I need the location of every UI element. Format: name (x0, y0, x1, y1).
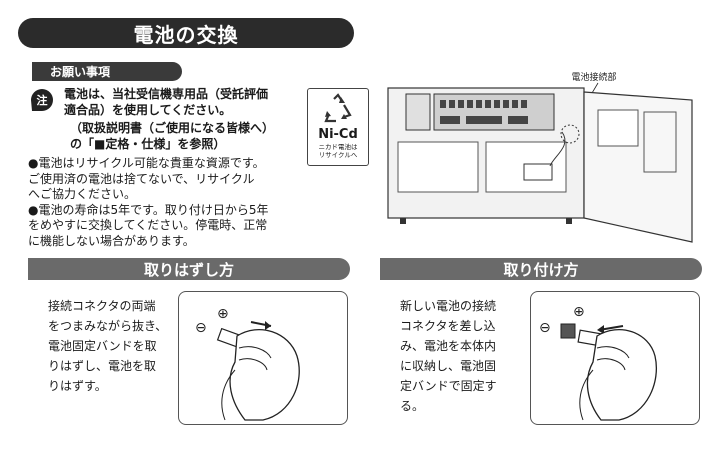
recycle-icon (324, 93, 352, 123)
remove-line: 接続コネクタの両端 (48, 299, 156, 313)
notice-bullets: ●電池はリサイクル可能な貴重な資源です。 ご使用済の電池は捨てないで、リサイクル… (28, 156, 308, 249)
recycle-label: Ni-Cd (318, 127, 358, 142)
battery-connector-callout: 電池接続部 (571, 72, 616, 83)
spec-reference-line: （取扱説明書（ご使用になる皆様へ） (70, 121, 275, 135)
install-line: 定バンドで固定す (400, 379, 497, 393)
bullet-line: ●電池の寿命は5年です。取り付け日から5年 (28, 202, 269, 217)
remove-heading: 取りはずし方 (28, 258, 350, 280)
remove-line: 電池固定バンドを取 (48, 339, 157, 353)
bullet-line: に機能しない場合があります。 (28, 233, 195, 248)
bullet-line: ●電池はリサイクル可能な貴重な資源です。 (28, 156, 265, 170)
recycle-mark: Ni-Cd ニカド電池は リサイクルへ (307, 88, 369, 166)
install-heading: 取り付け方 (380, 258, 702, 280)
remove-line: りはずす。 (48, 379, 107, 393)
bullet-line: へご協力ください。 (28, 187, 137, 201)
remove-line: りはずし、電池を取 (48, 359, 157, 373)
minus-symbol: ⊖ (195, 320, 207, 336)
minus-symbol: ⊖ (539, 320, 551, 336)
recycle-caption-line: ニカド電池は (318, 143, 358, 151)
remove-instructions: 接続コネクタの両端 をつまみながら抜き、 電池固定バンドを取 りはずし、電池を取… (48, 296, 168, 396)
notice-heading: お願い事項 (32, 62, 182, 81)
spec-reference-line: の「■定格・仕様」を参照） (70, 137, 226, 151)
hand-pull-icon: ⊖ ⊕ (195, 306, 300, 421)
bullet-line: ご使用済の電池は捨てないで、リサイクル (28, 171, 255, 186)
recycle-caption-line: リサイクルへ (318, 151, 358, 159)
remove-line: をつまみながら抜き、 (48, 319, 168, 333)
remove-illustration: ⊖ ⊕ (178, 291, 348, 425)
install-illustration: ⊖ ⊕ (530, 291, 700, 425)
note-icon-label: 注 (37, 93, 48, 107)
install-line: コネクタを差し込 (400, 319, 496, 333)
install-line: に収納し、電池固 (400, 359, 497, 373)
note-icon: 注 (31, 89, 53, 111)
hand-insert-icon: ⊖ ⊕ (539, 304, 657, 421)
install-line: る。 (400, 399, 425, 413)
spec-reference: （取扱説明書（ご使用になる皆様へ） の「■定格・仕様」を参照） (70, 120, 300, 152)
install-line: み、電池を本体内 (400, 339, 497, 353)
receiver-diagram: 電池接続部 (387, 72, 693, 243)
note-line: 適合品）を使用してください。 (64, 103, 232, 117)
recycle-caption: ニカド電池は リサイクルへ (308, 143, 368, 159)
install-line: 新しい電池の接続 (400, 299, 497, 313)
note-text: 電池は、当社受信機専用品（受託評価 適合品）を使用してください。 (64, 86, 296, 118)
plus-symbol: ⊕ (217, 306, 229, 322)
plus-symbol: ⊕ (573, 304, 585, 320)
install-instructions: 新しい電池の接続 コネクタを差し込 み、電池を本体内 に収納し、電池固 定バンド… (400, 296, 520, 416)
note-line: 電池は、当社受信機専用品（受託評価 (64, 87, 269, 101)
bullet-line: をめやすに交換してください。停電時、正常 (28, 218, 268, 232)
page-title: 電池の交換 (18, 18, 354, 48)
